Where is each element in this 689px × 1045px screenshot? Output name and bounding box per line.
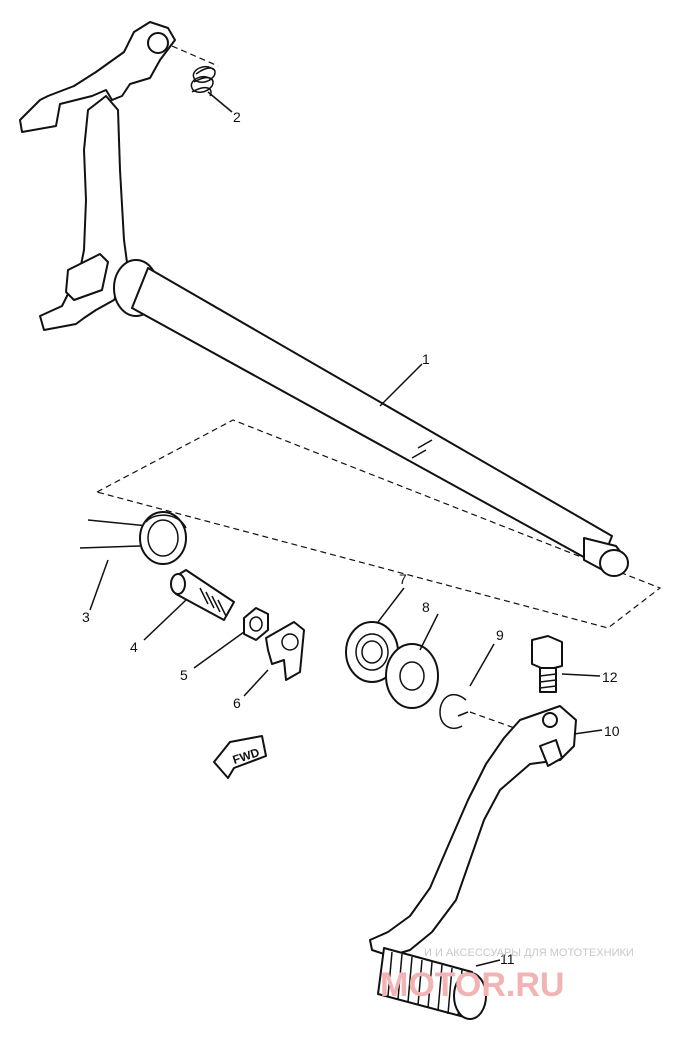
callout-1: 1 [422, 351, 430, 367]
callout-4: 4 [130, 639, 138, 655]
guide-dashed-spring [171, 45, 219, 67]
lock-washer [265, 621, 305, 681]
callout-5: 5 [180, 667, 188, 683]
callout-6: 6 [233, 695, 241, 711]
callout-2: 2 [233, 109, 241, 125]
callout-3: 3 [82, 609, 90, 625]
callout-12: 12 [602, 669, 618, 685]
forward-direction-arrow: FWD [213, 735, 267, 779]
callout-8: 8 [422, 599, 430, 615]
leader-10 [573, 729, 603, 735]
pedal-rubber [377, 947, 487, 1020]
shift-arm [19, 21, 176, 331]
change-pedal [369, 705, 577, 957]
circlip [439, 694, 469, 730]
callout-10: 10 [604, 723, 620, 739]
callout-9: 9 [496, 627, 504, 643]
leader-1 [379, 363, 423, 407]
leader-11 [475, 959, 501, 967]
plain-washer [385, 643, 439, 709]
callout-11: 11 [500, 951, 515, 967]
watermark-caption: И И АКСЕССУАРЫ ДЛЯ МОТОТЕХНИКИ [424, 947, 634, 959]
leader-2 [207, 91, 233, 113]
torsion-spring [79, 511, 187, 565]
return-spring [190, 66, 216, 97]
leader-4 [143, 599, 187, 641]
leader-12 [561, 673, 601, 677]
nut [243, 607, 269, 641]
leader-9 [469, 643, 495, 687]
leader-5 [193, 631, 245, 669]
guide-dashed-shaft-to-pedal [469, 711, 521, 731]
leader-3 [89, 559, 109, 611]
watermark-logo: MOTOR.RU [380, 966, 564, 1004]
oil-seal [345, 621, 399, 683]
stopper-bolt [170, 569, 235, 621]
leader-8 [419, 613, 439, 651]
shift-shaft [113, 259, 629, 577]
pinch-bolt [531, 635, 563, 693]
leader-7 [377, 587, 405, 623]
assembly-guide-dashed [95, 419, 662, 629]
leader-6 [243, 669, 269, 697]
callout-7: 7 [399, 571, 407, 587]
